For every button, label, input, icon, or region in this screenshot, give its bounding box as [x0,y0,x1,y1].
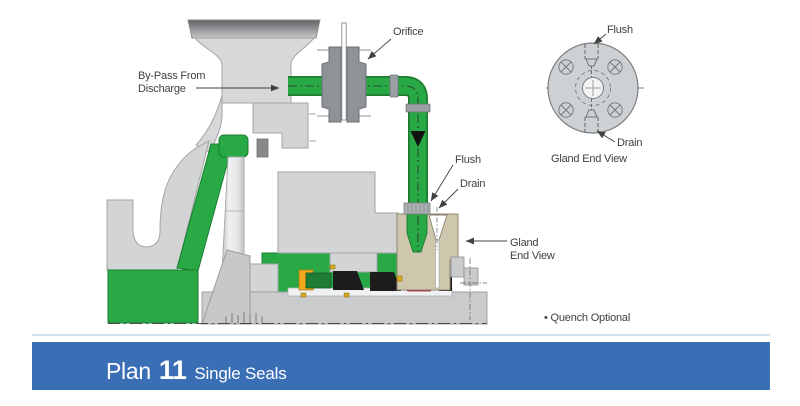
seal-rotating-face [333,271,364,290]
green-channel-elbow [218,134,249,158]
bypass-label-line1: By-Pass From [138,70,205,82]
flow-arrow-icon [410,131,426,147]
bypass-piping [288,22,431,252]
gland-end-view-caption: Gland End View [551,153,627,165]
gland-nut [396,275,403,282]
casing-dark-step [256,138,269,158]
plan-title-banner: Plan 11 Single Seals [32,342,770,390]
banner-top-rule [32,334,770,336]
pipe-centerline [288,85,419,252]
gasket-nut [329,264,336,270]
stuffing-box-leg [329,252,378,273]
gland-plate [396,213,459,291]
drain-leader-arrow [438,188,459,209]
plan-word: Plan [106,358,151,384]
orifice-label: Orifice [393,26,423,38]
pipe-threaded-fitting [403,202,431,215]
quench-fitting-upper [450,256,465,278]
bypass-label-line2: Discharge [138,83,186,95]
flush-port-top [584,44,599,77]
plan-number: 11 [158,355,187,385]
seal-primary-ring [370,272,401,291]
bolt-holes [558,59,623,118]
gland-view-flush-label: Flush [607,24,633,36]
green-impeller-passage [107,269,199,324]
orifice-leader-arrow [367,38,392,60]
gland-label-line2: End View [510,250,555,262]
gland-view-flush-leader-arrow [593,33,607,45]
quench-fitting-lower [463,267,479,286]
chamber-left-step [247,263,279,293]
seal-spring-block [305,272,332,289]
casing-left-wall [106,140,210,271]
gland-end-view [546,42,644,134]
gland-view-drain-label: Drain [617,137,642,149]
orifice-flange-left [321,46,342,123]
shaft-foot [201,249,251,325]
orifice-plate [341,22,347,121]
flush-leader-arrow [430,164,454,202]
shaft-hatch-ticks [225,312,263,323]
pipe-coupling-vertical [405,103,431,113]
orifice-flange-right [346,46,367,123]
bolt-circle-dashed [575,70,611,106]
housing-top-block [252,102,309,149]
gland-drain-tube [435,239,440,289]
drain-label: Drain [460,178,485,190]
pump-cross-section [106,19,488,325]
discharge-flange [187,19,321,39]
stuffing-box-housing [277,171,399,254]
leader-arrows [196,33,616,245]
plan-subtitle: Single Seals [194,364,287,383]
gasket-nut [343,292,350,298]
flush-label: Flush [455,154,481,166]
fitting-thread-hatch [407,204,429,213]
drain-port-bottom [584,99,599,132]
gland-view-drain-leader-arrow [596,130,616,143]
gasket-nut [300,292,307,298]
gland-label-line1: Gland [510,237,538,249]
quench-optional-note: • Quench Optional [544,312,630,324]
diagram-labels: Orifice By-Pass From Discharge Flush Dra… [138,24,643,324]
pipe-coupling-horizontal [389,74,399,98]
